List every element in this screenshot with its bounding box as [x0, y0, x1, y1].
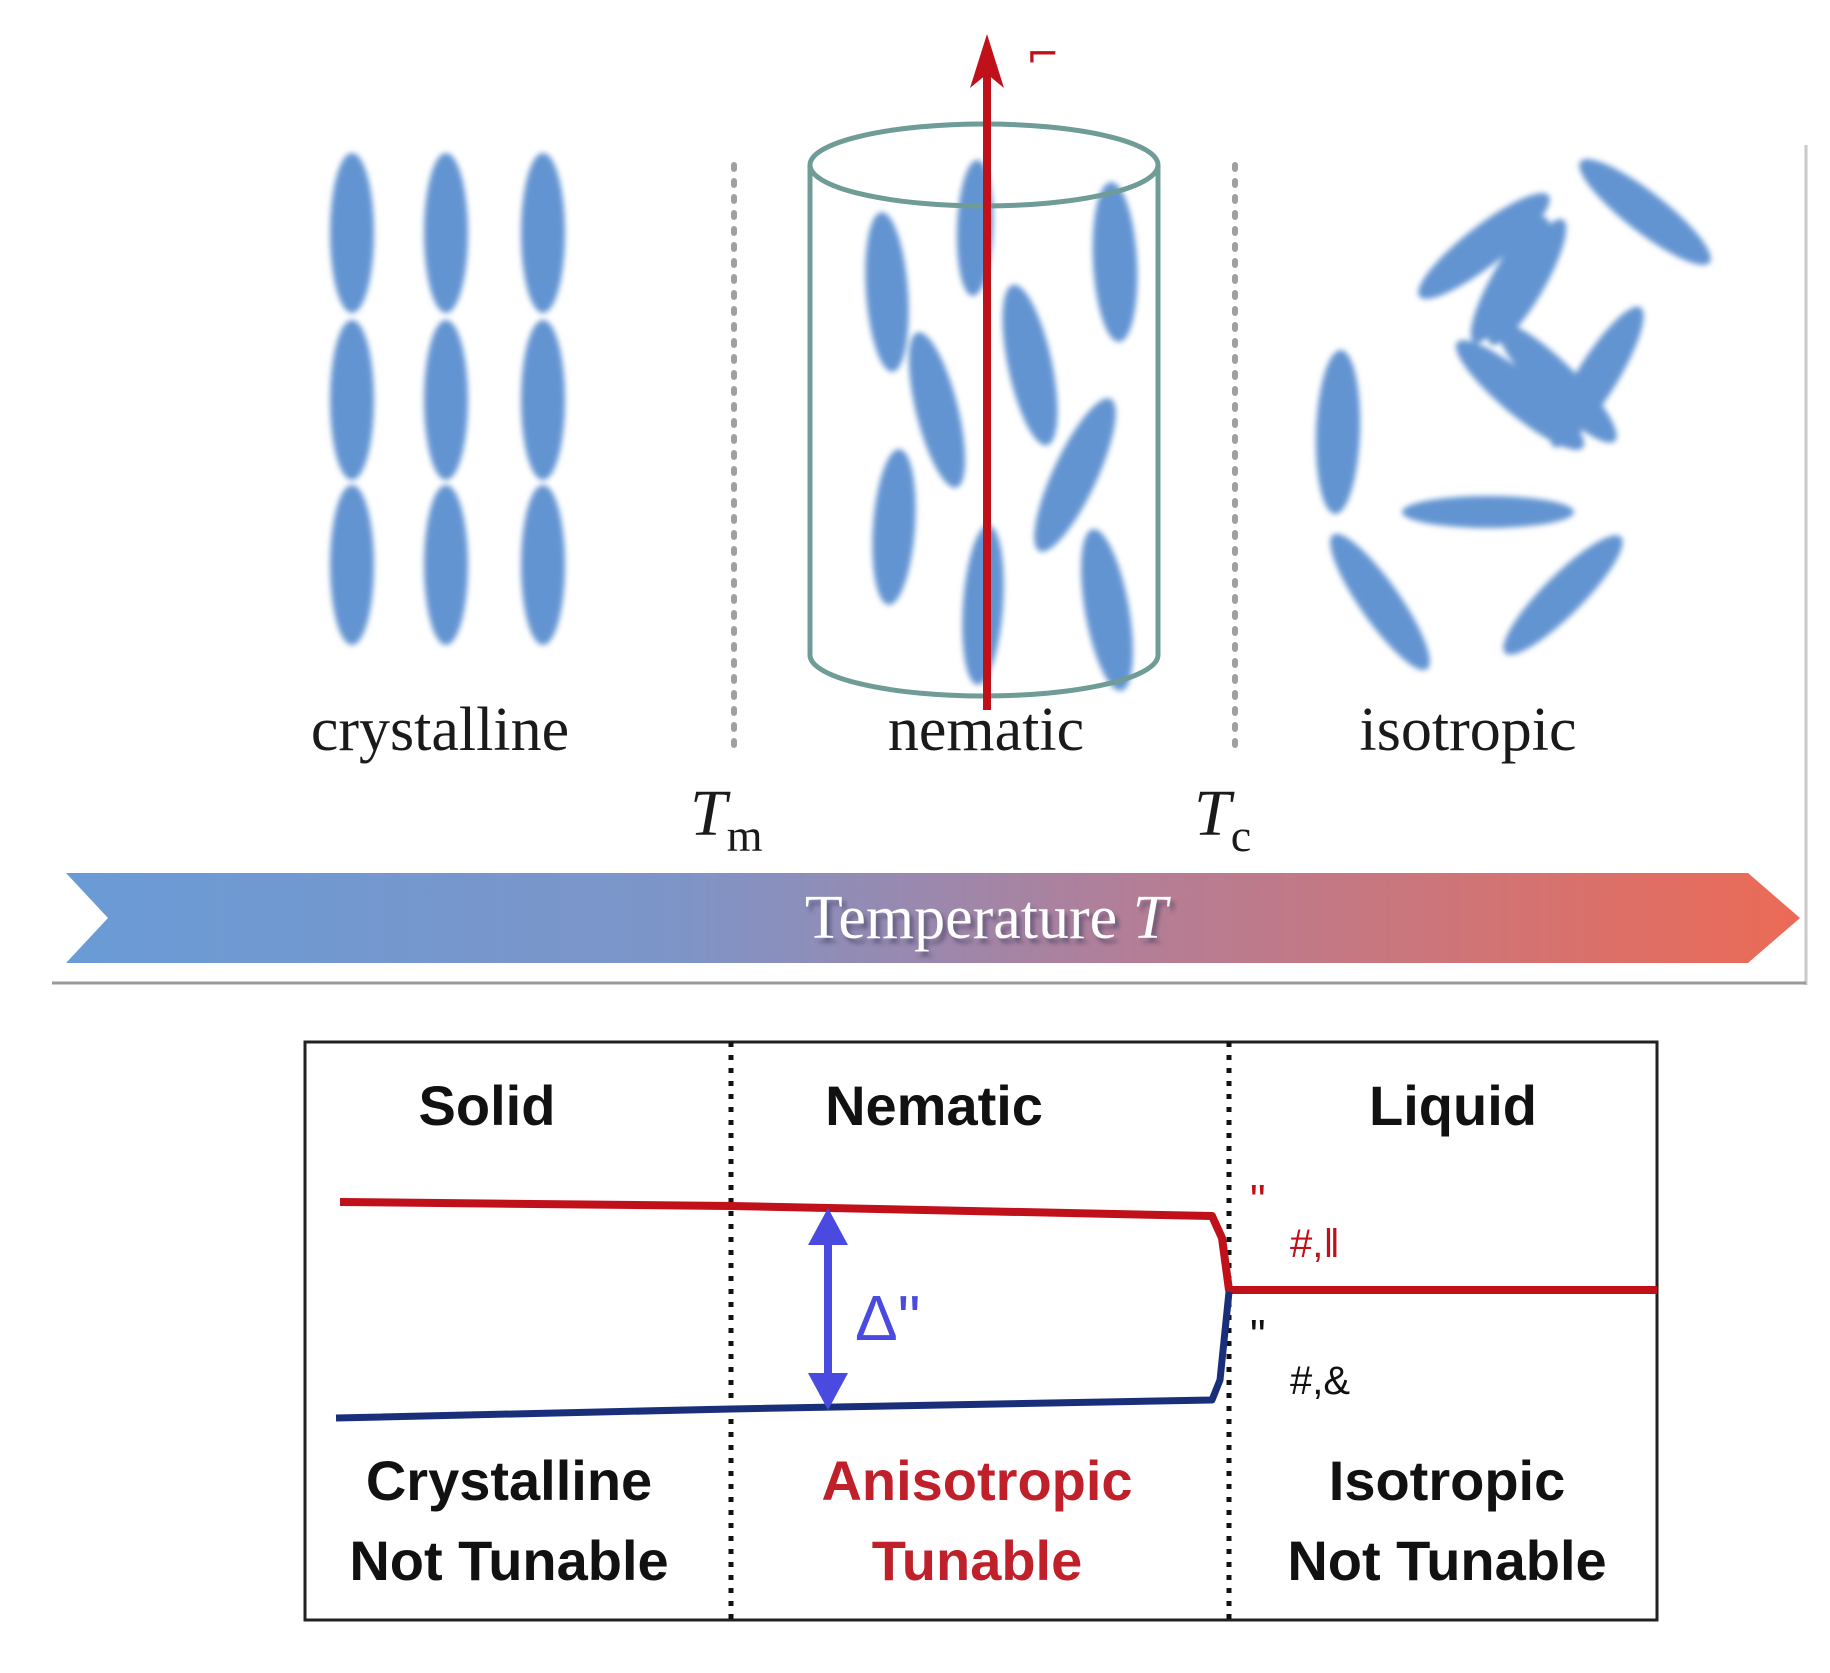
- molecule: [1081, 529, 1133, 691]
- tm-subscript: m: [727, 810, 763, 861]
- tm-label: Tm: [690, 777, 763, 861]
- isotropic-label: isotropic: [1360, 696, 1577, 764]
- footer-liquid-line1: Isotropic: [1329, 1449, 1565, 1512]
- molecule: [330, 485, 374, 645]
- molecule: [521, 153, 565, 313]
- molecule: [1579, 159, 1711, 265]
- molecule: [330, 153, 374, 313]
- bottom-panel: Solid Nematic Liquid Δ" " #,‖ " #,& Crysta…: [303, 1040, 1659, 1622]
- header-nematic: Nematic: [825, 1074, 1043, 1137]
- molecule: [1487, 219, 1567, 345]
- footer-nematic-line2: Tunable: [872, 1529, 1083, 1592]
- parallel-label-quote: ": [1250, 1176, 1266, 1225]
- delta-label: Δ": [855, 1282, 920, 1354]
- footer-nematic-line1: Anisotropic: [821, 1449, 1132, 1512]
- top-panel: ⌐ crys: [52, 32, 1808, 985]
- molecule: [865, 212, 909, 372]
- molecule: [424, 153, 468, 313]
- temperature-label-text: Temperature: [805, 884, 1133, 952]
- nematic-molecules: [865, 160, 1138, 691]
- temperature-arrow: [66, 873, 1800, 963]
- molecule: [330, 320, 374, 480]
- director-label: ⌐: [1026, 32, 1060, 78]
- molecule: [424, 485, 468, 645]
- temperature-label: Temperature T: [805, 884, 1172, 952]
- footer-liquid-line2: Not Tunable: [1287, 1529, 1606, 1592]
- molecule: [908, 332, 966, 488]
- tc-label: Tc: [1194, 777, 1251, 861]
- molecule: [1455, 340, 1585, 450]
- molecule: [1402, 496, 1574, 528]
- molecule: [521, 320, 565, 480]
- header-solid: Solid: [419, 1074, 556, 1137]
- delta-arrow: [808, 1208, 848, 1410]
- molecule: [1418, 193, 1550, 299]
- temperature-label-shadow: Temperature T: [809, 889, 1176, 957]
- molecule: [1503, 535, 1623, 655]
- footer-solid-line1: Crystalline: [366, 1449, 652, 1512]
- molecule: [521, 485, 565, 645]
- perpendicular-permittivity-line: [335, 1291, 1233, 1422]
- crystalline-label: crystalline: [311, 696, 569, 764]
- tm-symbol: T: [690, 777, 731, 850]
- molecule: [1092, 182, 1138, 342]
- parallel-label: " #,‖: [1250, 1176, 1340, 1266]
- header-liquid: Liquid: [1369, 1074, 1537, 1137]
- perpendicular-label-quote: ": [1250, 1311, 1266, 1360]
- molecule: [1550, 306, 1644, 448]
- perpendicular-label: " #,&: [1250, 1311, 1350, 1403]
- tc-subscript: c: [1231, 810, 1251, 861]
- parallel-label-sub: #,‖: [1290, 1222, 1340, 1266]
- perpendicular-label-sub: #,&: [1290, 1359, 1350, 1403]
- temperature-symbol: T: [1133, 884, 1172, 952]
- molecule: [1330, 533, 1430, 671]
- molecule: [1034, 398, 1116, 552]
- director-arrow: [970, 34, 1004, 710]
- parallel-permittivity-line: [339, 1198, 1657, 1294]
- bottom-panel-frame: [303, 1040, 1659, 1622]
- nematic-label: nematic: [888, 696, 1084, 764]
- tc-symbol: T: [1194, 777, 1235, 850]
- isotropic-molecules: [1315, 159, 1711, 671]
- crystalline-molecules: [330, 153, 565, 645]
- footer-solid-line2: Not Tunable: [349, 1529, 668, 1592]
- molecule: [424, 320, 468, 480]
- molecule: [872, 449, 916, 605]
- molecule: [1002, 284, 1058, 446]
- molecule: [1315, 350, 1361, 514]
